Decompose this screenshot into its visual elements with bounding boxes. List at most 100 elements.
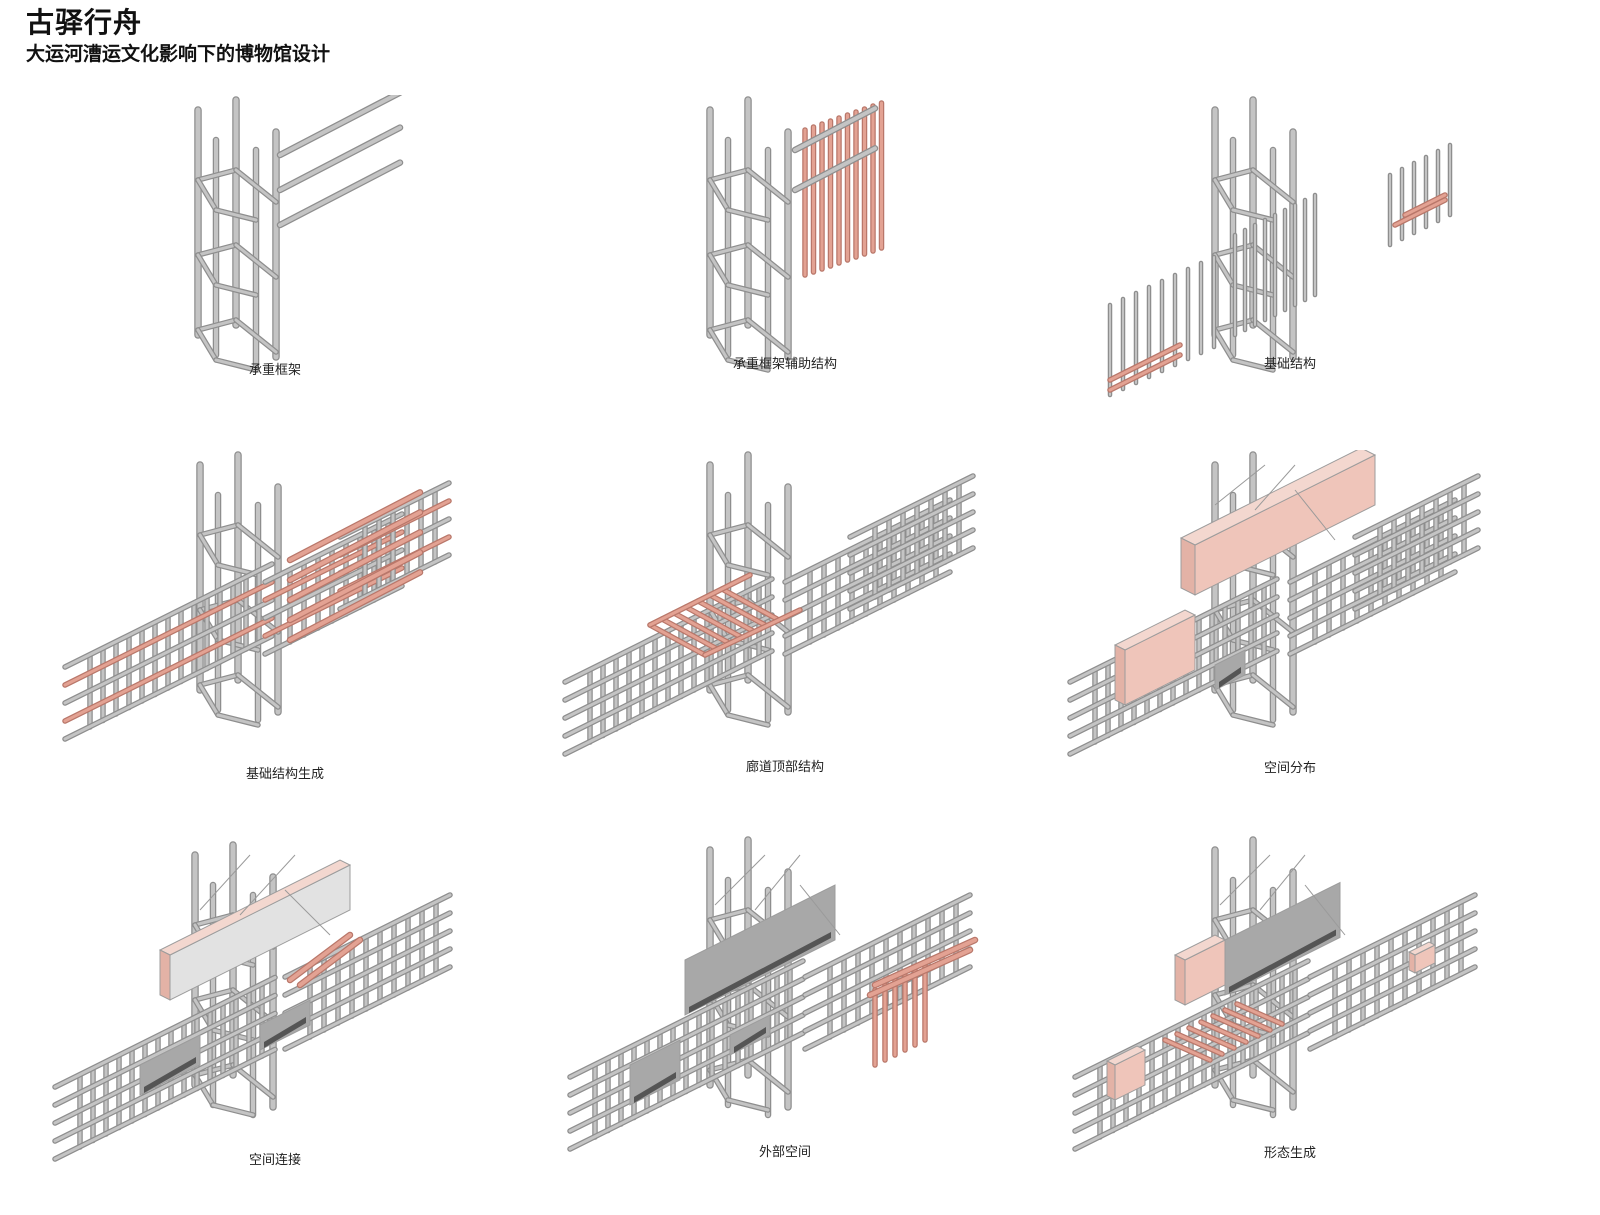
frame-member (196, 328, 218, 362)
accent-member (1163, 1038, 1212, 1062)
frame-member (1251, 168, 1295, 204)
accent-member (63, 580, 274, 687)
cable-line (799, 884, 841, 936)
page-title: 古驿行舟 (26, 6, 143, 39)
axonometric-diagram-3 (1107, 96, 1453, 398)
frame-member (726, 1098, 770, 1112)
diagram-panel-9: 形态生成 (1035, 835, 1555, 1215)
frame-member (803, 893, 972, 979)
frame-member (1231, 1098, 1275, 1112)
room-block-shade (264, 1017, 306, 1048)
frame-member (1288, 570, 1457, 656)
gallery-volume-side (159, 949, 171, 1001)
frame-member (1213, 253, 1235, 287)
axonometric-diagram-1 (194, 95, 404, 373)
bow-volume-side (1174, 954, 1186, 1006)
accent-member (648, 573, 752, 627)
axonometric-diagram-7 (52, 841, 453, 1162)
accent-member (873, 938, 977, 987)
frame-member (196, 318, 238, 332)
accent-member (868, 948, 972, 997)
frame-member (198, 683, 220, 717)
frame-member (1251, 673, 1295, 709)
frame-member (746, 318, 790, 354)
gallery-volume (684, 884, 836, 1016)
diagram-caption: 空间连接 (248, 1153, 302, 1168)
frame-member (278, 95, 400, 157)
accent-member (684, 605, 743, 639)
accent-member (696, 599, 755, 633)
frame-member (568, 995, 805, 1115)
room-block-shade (144, 1057, 196, 1093)
frame-member (568, 1031, 805, 1151)
accent-member (1403, 193, 1447, 217)
frame-member (726, 713, 770, 727)
accent-member (298, 938, 362, 987)
frame-member (1353, 492, 1480, 557)
frame-member (848, 528, 975, 593)
frame-member (198, 533, 220, 567)
frame-member (726, 283, 770, 297)
diagram-caption: 空间分布 (1263, 761, 1317, 776)
frame-member (726, 563, 770, 577)
frame-member (708, 243, 750, 257)
frame-member (1213, 908, 1255, 922)
frame-member (234, 168, 278, 204)
frame-member (1288, 516, 1457, 602)
frame-member (1308, 965, 1477, 1051)
frame-member (708, 533, 730, 567)
diagram-panel-7: 空间连接 (20, 835, 540, 1215)
frame-member (746, 983, 790, 1019)
frame-member (708, 168, 750, 182)
frame-member (1213, 328, 1235, 362)
diagram-caption: 形态生成 (1263, 1146, 1317, 1161)
frame-member (563, 649, 774, 756)
frame-member (746, 673, 790, 709)
room-block-shade (634, 1072, 676, 1103)
frame-member (1353, 510, 1480, 575)
frame-member (234, 243, 278, 279)
frame-member (236, 523, 280, 559)
kiosk-volume-side (1408, 951, 1416, 974)
frame-member (1213, 683, 1235, 717)
frame-member (278, 125, 402, 192)
frame-member (783, 552, 952, 638)
frame-member (783, 570, 952, 656)
cable-line (1304, 884, 1346, 936)
frame-member (1073, 1031, 1310, 1151)
cable-line (1259, 854, 1306, 911)
frame-member (793, 146, 877, 192)
frame-member (216, 713, 260, 727)
accent-member (660, 617, 719, 651)
accent-member (1175, 1032, 1224, 1056)
accent-member (1187, 1026, 1236, 1050)
frame-member (193, 988, 235, 1002)
accent-member (288, 490, 422, 562)
cable-line (1254, 464, 1296, 511)
axonometric-diagram-6 (1067, 450, 1481, 757)
accent-member (288, 570, 422, 642)
pavilion-volume-side (1106, 1060, 1116, 1101)
frame-member (1251, 983, 1295, 1019)
frame-member (848, 510, 975, 575)
frame-member (783, 498, 952, 584)
frame-member (193, 1063, 235, 1077)
frame-member (283, 911, 452, 997)
frame-member (746, 243, 790, 279)
frame-member (783, 516, 952, 602)
accent-member (288, 933, 352, 982)
frame-member (563, 595, 774, 702)
frame-member (1288, 552, 1457, 638)
frame-member (214, 283, 258, 297)
accent-member (1393, 198, 1447, 227)
frame-member (283, 947, 452, 1033)
frame-member (1308, 947, 1477, 1033)
accent-member (720, 587, 779, 621)
frame-member (848, 546, 975, 611)
frame-member (53, 1030, 277, 1143)
cable-line (754, 854, 801, 911)
frame-member (1231, 713, 1275, 727)
frame-member (214, 358, 258, 372)
accent-member (288, 550, 422, 622)
diagram-caption: 外部空间 (758, 1145, 812, 1160)
